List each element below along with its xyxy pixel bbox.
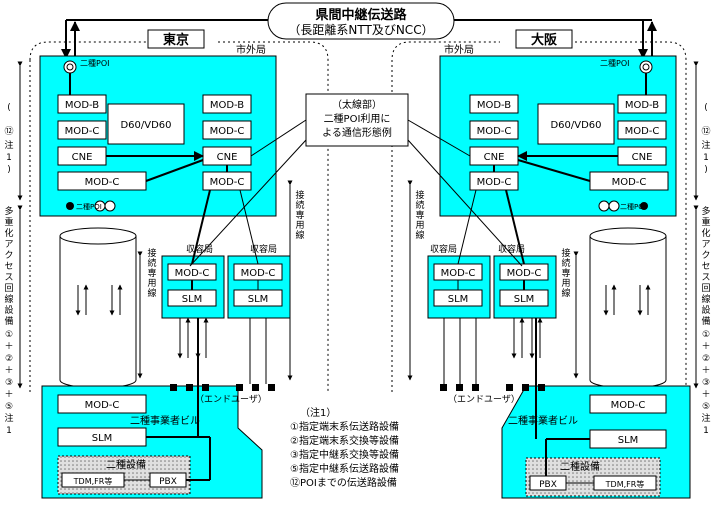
- tokyo-bldg-mod-c: [57, 394, 147, 414]
- note-item: ⑫POIまでの伝送路設備: [290, 476, 397, 489]
- tokyo-pbx-label: PBX: [159, 477, 177, 487]
- tokyo-label-box: [147, 29, 205, 49]
- osaka-end-user-terminals: [440, 384, 545, 391]
- tokyo-building-label: 二種事業者ビル: [130, 414, 200, 427]
- tokyo-mod-c-right-label: MOD-C: [210, 126, 245, 137]
- osaka-bldg-mod-c-label: MOD-C: [611, 400, 646, 411]
- notes: （注1） ①指定端末系伝送路設備 ②指定端末系交換等設備 ③指定中継系交換等設備…: [290, 406, 399, 489]
- osaka-setsuzoku-2: 接続専用線: [561, 247, 570, 299]
- osaka-building-label: 二種事業者ビル: [508, 414, 578, 427]
- osaka-cne-left-label: CNE: [484, 152, 505, 163]
- osaka-cne-right-label: CNE: [632, 152, 653, 163]
- osaka-shuyo-1-slm-label: SLM: [448, 294, 469, 305]
- osaka-d60: [537, 103, 615, 145]
- tokyo-shuyo-1-mod-c-label: MOD-C: [175, 268, 210, 279]
- tokyo-cne-left-label: CNE: [72, 152, 93, 163]
- osaka-mod-c-left: [469, 120, 519, 140]
- note-item: ③指定中継系交換等設備: [290, 448, 399, 461]
- osaka-mod-c-left2-label: MOD-C: [477, 177, 512, 188]
- tokyo-mod-b-right: [202, 94, 252, 114]
- tokyo-shuyo-2-label: 収容局: [250, 243, 277, 255]
- tokyo-cne-right-label: CNE: [217, 152, 238, 163]
- tokyo-bldg-slm-label: SLM: [92, 433, 113, 444]
- tokyo-region-outline: [29, 41, 329, 392]
- tokyo-mod-b-left: [57, 94, 107, 114]
- osaka-label-box: [515, 29, 573, 49]
- tokyo-mod-b-right-label: MOD-B: [210, 100, 244, 111]
- tokyo-setsuzoku-1: 接続専用線: [147, 247, 156, 299]
- route-subtitle: （長距離系NTT及びNCC）: [288, 23, 433, 37]
- osaka-mod-b-left: [469, 94, 519, 114]
- osaka-shuyo-2-mod-c-label: MOD-C: [507, 268, 542, 279]
- osaka-d60-label: D60/VD60: [550, 120, 601, 131]
- tokyo-tdm-label: TDM,FR等: [73, 476, 113, 486]
- note-item: ⑤指定中継系伝送路設備: [290, 462, 399, 475]
- tokyo-setsuzoku-2: 接続専用線: [295, 189, 304, 241]
- tokyo-mod-b-left-label: MOD-B: [65, 100, 99, 111]
- osaka-enduser-label: （エンドユーザ）: [448, 394, 520, 405]
- tokyo-equipment-label: 二種設備: [106, 458, 146, 471]
- tokyo-mod-c-left-label: MOD-C: [65, 126, 100, 137]
- osaka-region-outline: [391, 41, 687, 395]
- tokyo-enduser-label: （エンドユーザ）: [195, 394, 267, 405]
- osaka-mod-b-left-label: MOD-B: [477, 100, 511, 111]
- note-item: ②指定端末系交換等設備: [290, 434, 399, 447]
- tokyo-shigaikyoku: 市外局: [236, 43, 266, 56]
- osaka-mod-c-right-label: MOD-C: [625, 126, 660, 137]
- tokyo-end-user-terminals: [170, 384, 275, 391]
- note-item: ①指定端末系伝送路設備: [290, 420, 399, 433]
- route-title: 県間中継伝送路: [315, 7, 407, 23]
- callout-line2: 二種POI利用に: [324, 112, 391, 125]
- osaka-tdm-label: TDM,FR等: [605, 479, 645, 489]
- osaka-shuyo-2-label: 収容局: [498, 243, 525, 255]
- osaka-shuyo-1-mod-c-label: MOD-C: [441, 268, 476, 279]
- osaka-equipment-label: 二種設備: [560, 460, 600, 473]
- tokyo-bldg-mod-c-label: MOD-C: [85, 400, 120, 411]
- osaka-bldg-slm-label: SLM: [618, 435, 639, 446]
- notes-title: （注1）: [300, 406, 336, 419]
- tokyo-shuyo-1-slm-label: SLM: [182, 294, 203, 305]
- osaka-mod-b-right-label: MOD-B: [625, 100, 659, 111]
- callout-line1: （太線部）: [332, 98, 382, 111]
- tokyo-mod-c-right2-label: MOD-C: [210, 177, 245, 188]
- osaka-shuyo-1-label: 収容局: [430, 243, 457, 255]
- tokyo-poi-bottom-label: 二種POI: [76, 203, 102, 211]
- osaka-bldg-mod-c: [589, 394, 667, 414]
- tokyo-shuyo-2-slm-label: SLM: [248, 294, 269, 305]
- tokyo-shuyo-1-label: 収容局: [186, 243, 213, 255]
- tokyo-d60-label: D60/VD60: [120, 120, 171, 131]
- osaka-poi-bottom-label: 二種POI: [620, 203, 646, 211]
- callout-line3: よる通信形態例: [322, 126, 392, 139]
- tokyo-d60: [107, 103, 185, 145]
- callout-box: [305, 93, 409, 147]
- tokyo-mod-c-left2-label: MOD-C: [85, 177, 120, 188]
- osaka-mod-b-right: [617, 94, 667, 114]
- tokyo-mod-c-right: [202, 120, 252, 140]
- osaka-mod-c-right2-label: MOD-C: [612, 177, 647, 188]
- osaka-label: 大阪: [531, 32, 558, 48]
- osaka-mod-c-right: [617, 120, 667, 140]
- tokyo-label: 東京: [163, 32, 189, 48]
- osaka-shigaikyoku: 市外局: [444, 43, 474, 56]
- tokyo-poi-label: 二種POI: [80, 58, 109, 68]
- osaka-shuyo-2-slm-label: SLM: [514, 294, 535, 305]
- osaka-mod-c-left-label: MOD-C: [477, 126, 512, 137]
- osaka-pbx-label: PBX: [539, 480, 557, 490]
- osaka-poi-label: 二種POI: [600, 58, 629, 68]
- tokyo-mod-c-left: [57, 120, 107, 140]
- osaka-setsuzoku-1: 接続専用線: [415, 189, 424, 241]
- tokyo-shuyo-2-mod-c-label: MOD-C: [241, 268, 276, 279]
